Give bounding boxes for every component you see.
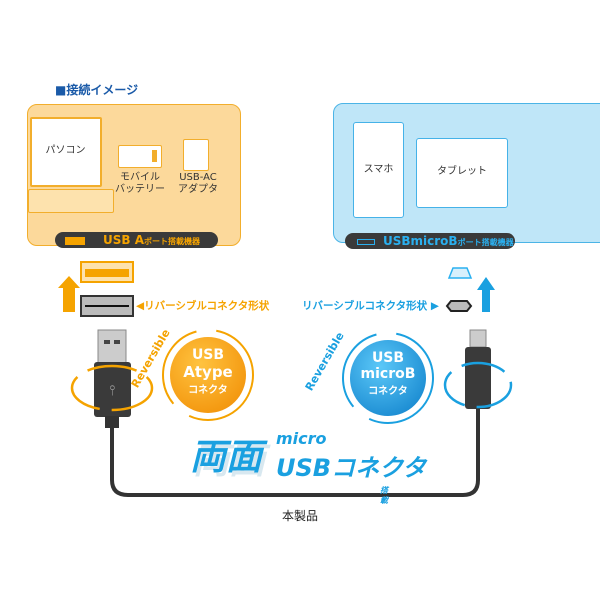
headline-big: 両面 xyxy=(190,437,263,478)
headline-micro: micro xyxy=(276,429,327,448)
micro-b-port-icon xyxy=(357,238,375,245)
usb-a-plug xyxy=(94,362,131,417)
up-arrow-blue-icon xyxy=(477,277,495,312)
usb-a-device-panel: パソコン モバイル バッテリー USB-AC アダプタ xyxy=(27,104,241,246)
ac-adapter-icon xyxy=(183,139,209,171)
rotate-arrows-blue-icon xyxy=(443,361,513,409)
headline-main: USBコネクタ xyxy=(276,454,427,482)
device-tablet-label: タブレット xyxy=(437,166,487,177)
section-title: ■接続イメージ xyxy=(55,83,139,97)
up-arrow-orange-icon xyxy=(58,276,80,312)
rotate-arrows-orange-icon xyxy=(70,364,154,412)
keyboard-icon xyxy=(28,189,114,213)
product-label: 本製品 xyxy=(281,509,318,523)
micro-b-port-shape xyxy=(447,267,473,279)
reversible-shape-label-left: ◀リバーシブルコネクタ形状 xyxy=(136,300,270,312)
headline-sub: 搭載 xyxy=(380,486,388,505)
micro-b-port-label: USBmicroBポート搭載機器 xyxy=(345,233,515,249)
device-adapter-label: USB-AC アダプタ xyxy=(178,172,218,195)
device-smartphone-label: スマホ xyxy=(363,164,394,175)
cable xyxy=(110,405,480,497)
laptop-icon xyxy=(30,117,102,187)
micro-b-plug-shape xyxy=(445,300,473,312)
tablet-icon xyxy=(416,138,508,208)
device-pc-label: パソコン xyxy=(45,145,86,156)
reversible-shape-label-right: リバーシブルコネクタ形状 ▶ xyxy=(302,300,439,312)
micro-b-plug xyxy=(465,347,491,409)
smartphone-icon xyxy=(353,122,404,218)
device-battery-label: モバイル バッテリー xyxy=(115,172,165,195)
mobile-battery-icon xyxy=(118,145,162,168)
usb-a-badge: USB Atype コネクタ xyxy=(170,337,246,413)
usb-a-port-icon xyxy=(65,236,85,245)
usb-a-port-label: USB Aポート搭載機器 xyxy=(55,232,218,248)
micro-b-device-panel: スマホ タブレット xyxy=(333,103,600,243)
usb-trident-icon: ⫯ xyxy=(109,383,115,399)
micro-b-badge: USB microB コネクタ xyxy=(350,340,426,416)
